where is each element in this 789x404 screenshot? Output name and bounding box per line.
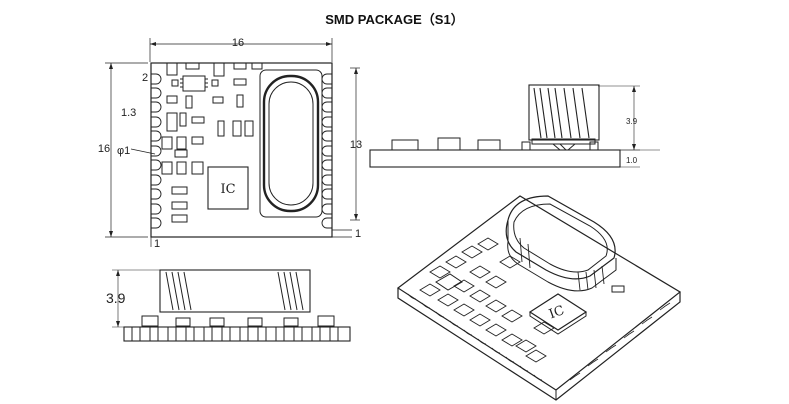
pad-pitch-label: 1.3 <box>121 107 136 119</box>
crystal-height-label: 3.9 <box>626 117 638 126</box>
bottom-left-dimension-label: 1 <box>154 238 160 250</box>
hole-diameter-label: φ1 <box>117 145 130 157</box>
top-view <box>105 38 360 247</box>
pad-width-label: 2 <box>142 72 148 84</box>
side-view-bottom <box>112 269 351 342</box>
ic-label-top: IC <box>220 182 235 197</box>
height-left-dimension-label: 16 <box>98 143 110 155</box>
width-dimension-label: 16 <box>232 37 244 49</box>
side-view-right <box>369 84 660 168</box>
ic-label-iso: IC <box>547 303 566 322</box>
height-right-dimension-label: 13 <box>350 139 362 151</box>
bottom-height-label: 3.9 <box>106 290 126 306</box>
bottom-right-dimension-label: 1 <box>355 228 361 240</box>
iso-view <box>396 195 682 401</box>
board-thickness-label: 1.0 <box>626 156 638 165</box>
page-title: SMD PACKAGE（S1） <box>325 12 464 27</box>
